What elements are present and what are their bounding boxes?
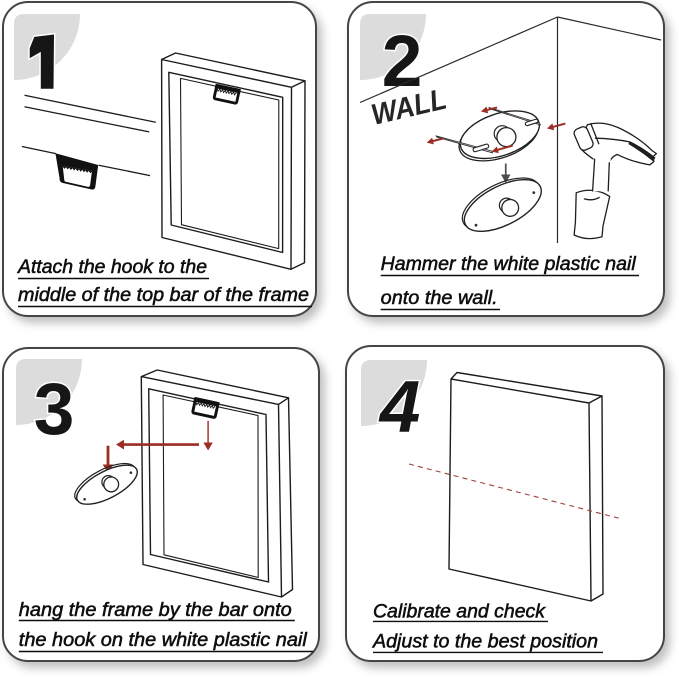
svg-text:hang the frame by the bar onto: hang the frame by the bar onto (19, 599, 292, 621)
svg-text:2: 2 (382, 21, 423, 102)
svg-text:Attach the hook to the: Attach the hook to the (17, 256, 207, 278)
svg-text:Adjust to the best position: Adjust to the best position (372, 630, 598, 652)
svg-text:onto the wall.: onto the wall. (381, 287, 498, 309)
svg-text:3: 3 (34, 369, 75, 450)
svg-text:Calibrate and check: Calibrate and check (373, 600, 546, 622)
svg-text:4: 4 (378, 367, 421, 448)
svg-text:Hammer the white plastic nail: Hammer the white plastic nail (381, 253, 637, 275)
svg-text:middle of the top bar of the f: middle of the top bar of the frame (18, 284, 309, 306)
svg-text:WALL: WALL (368, 83, 449, 132)
svg-text:the hook on the white plastic: the hook on the white plastic nail (19, 629, 308, 651)
